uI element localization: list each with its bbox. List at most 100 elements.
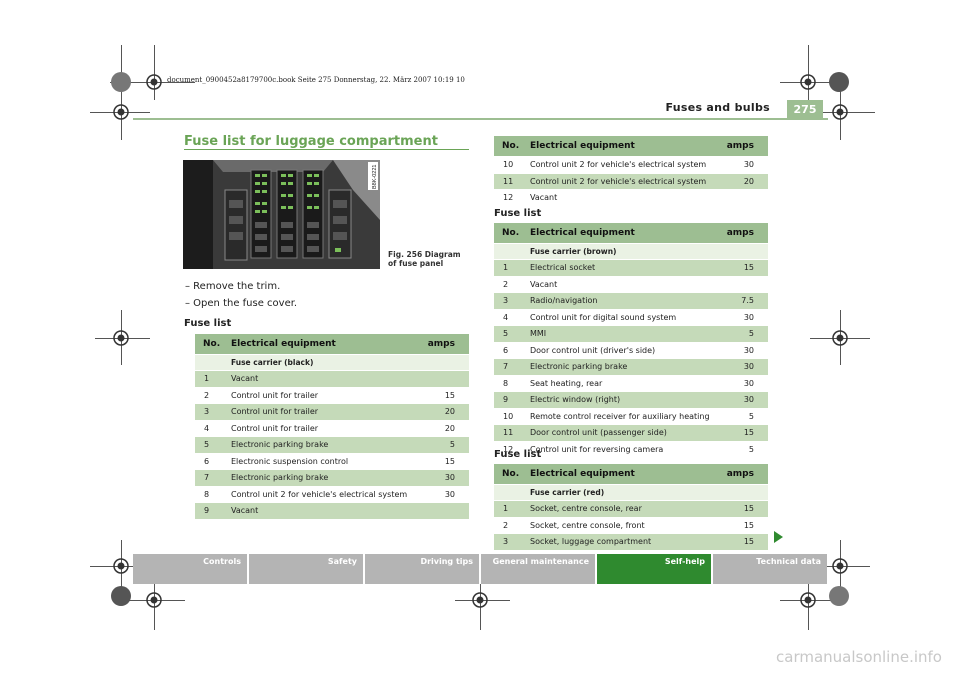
col-equipment: Electrical equipment <box>526 136 720 157</box>
chapter-nav: Controls Safety Driving tips General mai… <box>133 554 827 584</box>
fuse-number: 6 <box>195 452 227 470</box>
fuse-number: 8 <box>494 374 526 392</box>
fuse-number: 3 <box>494 292 526 309</box>
tab-safety[interactable]: Safety <box>249 554 365 584</box>
fuse-number: 4 <box>494 308 526 326</box>
fuse-number: 2 <box>195 386 227 404</box>
next-page-arrow-icon[interactable] <box>774 531 783 543</box>
fuse-equipment: Control unit for digital sound system <box>526 308 720 326</box>
fuse-amps: 15 <box>720 500 768 517</box>
fuse-amps: 5 <box>421 436 469 453</box>
fuse-amps <box>421 370 469 387</box>
figure-caption: Fig. 256 Diagram of fuse panel <box>388 250 461 268</box>
fuse-amps: 30 <box>421 469 469 486</box>
registration-target-icon <box>146 74 162 90</box>
fuse-number: 9 <box>195 502 227 519</box>
registration-dot-icon <box>829 72 849 92</box>
fuse-equipment: Electric window (right) <box>526 391 720 408</box>
tab-driving-tips[interactable]: Driving tips <box>365 554 481 584</box>
fuse-equipment: Remote control receiver for auxiliary he… <box>526 407 720 425</box>
fuse-carrier-label: Fuse carrier (red) <box>526 484 720 501</box>
fuse-number: 8 <box>195 485 227 503</box>
header-rule <box>133 118 828 120</box>
registration-star-icon <box>829 586 849 606</box>
tab-self-help[interactable]: Self-help <box>597 554 713 584</box>
fuse-amps: 5 <box>720 325 768 342</box>
section-rule <box>184 149 469 150</box>
step-remove-trim: – Remove the trim. <box>185 281 281 292</box>
fuse-number: 10 <box>494 156 526 173</box>
fuse-equipment: Control unit 2 for vehicle's electrical … <box>227 485 421 503</box>
fuse-equipment: Vacant <box>227 502 421 519</box>
page-number: 275 <box>787 100 823 119</box>
fuse-equipment: Door control unit (driver's side) <box>526 341 720 359</box>
tab-controls[interactable]: Controls <box>133 554 249 584</box>
fuse-number: 5 <box>195 436 227 453</box>
fuse-number: 5 <box>494 325 526 342</box>
fuse-equipment: Socket, centre console, front <box>526 516 720 534</box>
fuse-amps: 15 <box>421 386 469 404</box>
registration-target-icon <box>113 330 129 346</box>
fuse-number: 2 <box>494 516 526 534</box>
fuse-number: 11 <box>494 424 526 441</box>
col-equipment: Electrical equipment <box>227 334 421 355</box>
fuse-number: 4 <box>195 419 227 437</box>
fuse-list-label: Fuse list <box>494 208 542 219</box>
fuse-panel-figure: B8K-0221 <box>183 160 380 269</box>
fuse-amps: 15 <box>720 516 768 534</box>
fuse-amps: 30 <box>720 308 768 326</box>
running-head: Fuses and bulbs <box>665 101 770 114</box>
fuse-number: 12 <box>494 189 526 206</box>
step-open-cover: – Open the fuse cover. <box>185 298 298 309</box>
fuse-amps: 15 <box>720 533 768 550</box>
fuse-number: 10 <box>494 407 526 425</box>
fuse-amps: 30 <box>720 391 768 408</box>
col-no: No. <box>494 223 526 244</box>
fuse-equipment: Vacant <box>526 275 720 293</box>
fuse-number: 1 <box>195 370 227 387</box>
fuse-equipment: Seat heating, rear <box>526 374 720 392</box>
fuse-amps: 15 <box>720 259 768 276</box>
fuse-table-black: No. Electrical equipment amps Fuse carri… <box>195 334 469 519</box>
registration-target-icon <box>472 592 488 608</box>
fuse-equipment: Control unit 2 for vehicle's electrical … <box>526 156 720 173</box>
fuse-amps: 20 <box>421 403 469 420</box>
fuse-equipment: Electronic suspension control <box>227 452 421 470</box>
fuse-equipment: MMI <box>526 325 720 342</box>
fuse-number: 1 <box>494 500 526 517</box>
registration-target-icon <box>800 74 816 90</box>
fuse-number: 9 <box>494 391 526 408</box>
registration-target-icon <box>113 104 129 120</box>
registration-dot-icon <box>111 586 131 606</box>
tab-general-maintenance[interactable]: General maintenance <box>481 554 597 584</box>
col-equipment: Electrical equipment <box>526 464 720 485</box>
tab-technical-data[interactable]: Technical data <box>713 554 827 584</box>
col-equipment: Electrical equipment <box>526 223 720 244</box>
registration-target-icon <box>832 330 848 346</box>
fuse-number: 3 <box>195 403 227 420</box>
section-title: Fuse list for luggage compartment <box>184 134 438 149</box>
fuse-amps <box>421 502 469 519</box>
registration-target-icon <box>800 592 816 608</box>
fuse-equipment: Control unit 2 for vehicle's electrical … <box>526 172 720 190</box>
